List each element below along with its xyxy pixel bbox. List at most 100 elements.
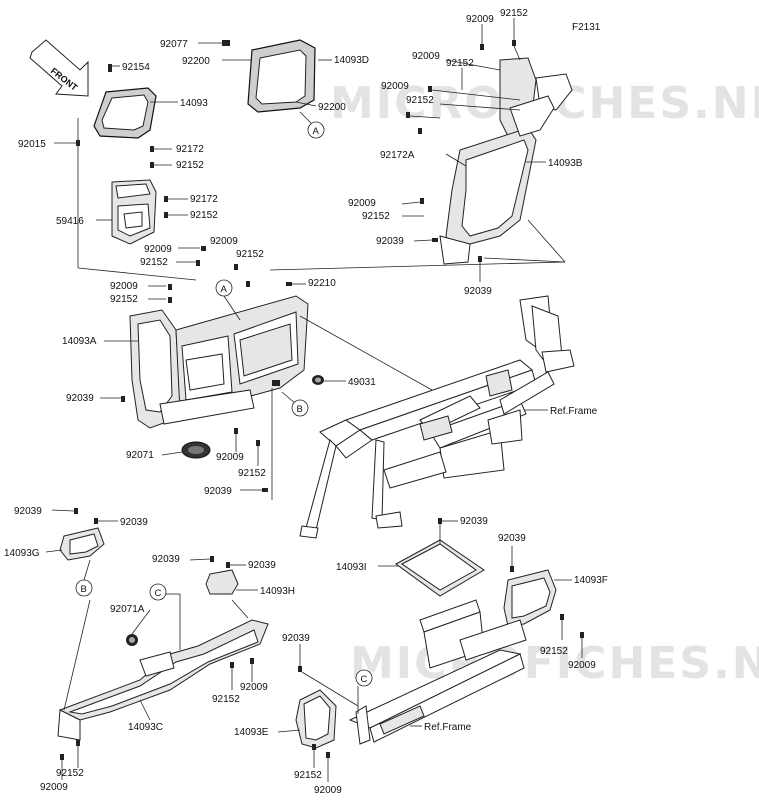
panel-14093h: [205, 569, 239, 595]
label-92071a: 92071A: [110, 604, 145, 615]
label-92039-i: 92039: [460, 516, 488, 527]
svg-text:A: A: [221, 284, 228, 295]
label-92009-h: 92009: [348, 198, 376, 209]
label-92039-d: 92039: [464, 286, 492, 297]
label-92009-d: 92009: [216, 452, 244, 463]
label-92152-m: 92152: [540, 646, 568, 657]
leaders-top-left: [54, 42, 332, 300]
label-92152-f: 92152: [238, 468, 266, 479]
label-14093g: 14093G: [4, 548, 40, 559]
clip-49031: [312, 375, 324, 385]
watermark-bottom: MICROFICHES.NET: [350, 638, 759, 689]
part-59416: [111, 179, 157, 245]
label-14093: 14093: [180, 98, 208, 109]
ref-circle-a-top: A: [307, 121, 325, 139]
label-92152-c: 92152: [140, 257, 168, 268]
label-14093f: 14093F: [574, 575, 608, 586]
label-92039-j: 92039: [498, 533, 526, 544]
label-92152-d: 92152: [236, 249, 264, 260]
leaders-bottom-left: [45, 509, 258, 780]
label-14093c: 14093C: [128, 722, 163, 733]
label-92009-l: 92009: [314, 785, 342, 796]
label-ref-frame-top: Ref.Frame: [550, 406, 598, 417]
svg-text:A: A: [313, 126, 320, 137]
label-92152-l: 92152: [56, 768, 84, 779]
label-92077: 92077: [160, 39, 188, 50]
front-arrow-icon: FRONT: [29, 39, 89, 97]
label-14093b: 14093B: [548, 158, 583, 169]
figure-code: F2131: [572, 22, 601, 33]
label-92152-k: 92152: [212, 694, 240, 705]
label-92200-b: 92200: [318, 102, 346, 113]
ref-circle-b-mid: B: [291, 399, 309, 417]
ref-circle-c-left: B: [75, 579, 93, 597]
label-92039-f: 92039: [120, 517, 148, 528]
label-92071: 92071: [126, 450, 154, 461]
label-92039-g: 92039: [152, 554, 180, 565]
ref-circle-b-left: C: [149, 583, 167, 601]
leaders-top-right: [401, 18, 566, 282]
label-92009-f: 92009: [412, 51, 440, 62]
label-92039-e: 92039: [14, 506, 42, 517]
label-92039-c: 92039: [376, 236, 404, 247]
label-92152-g: 92152: [500, 8, 528, 19]
label-14093a: 14093A: [62, 336, 97, 347]
label-92009-c: 92009: [110, 281, 138, 292]
panel-14093f: [503, 569, 557, 627]
bolts-bottom-left: [60, 508, 254, 760]
leaders-bottom-right: [277, 520, 583, 782]
label-92152-j: 92152: [362, 211, 390, 222]
svg-text:C: C: [155, 588, 162, 599]
label-92039-a: 92039: [66, 393, 94, 404]
cover-14093: [93, 87, 157, 139]
label-92172-b: 92172: [190, 194, 218, 205]
label-92200-a: 92200: [182, 56, 210, 67]
cover-14093d: [247, 39, 316, 113]
panel-14093e: [295, 689, 337, 749]
label-92210: 92210: [308, 278, 336, 289]
label-92152-e: 92152: [110, 294, 138, 305]
panel-14093c: [57, 619, 269, 741]
label-59416: 59416: [56, 216, 84, 227]
bolts-top-right: [406, 40, 516, 262]
lower-frame: [348, 599, 527, 745]
label-92152-a: 92152: [176, 160, 204, 171]
label-14093h: 14093H: [260, 586, 295, 597]
grommet-92071: [181, 441, 211, 459]
label-92152-i: 92152: [406, 95, 434, 106]
leaders-mid-left: [100, 261, 566, 500]
panel-14093b: [439, 57, 573, 265]
panel-14093a: [129, 295, 309, 429]
bolts-mid-left: [121, 380, 280, 492]
ref-circle-c-right: C: [355, 669, 373, 687]
svg-text:B: B: [81, 584, 87, 595]
label-92009-e: 92009: [466, 14, 494, 25]
label-49031: 49031: [348, 377, 376, 388]
label-92152-n: 92152: [294, 770, 322, 781]
label-92172a: 92172A: [380, 150, 415, 161]
plate-14093i: [395, 539, 485, 597]
label-92039-b: 92039: [204, 486, 232, 497]
bolts-bottom-right: [298, 518, 584, 758]
label-92009-i: 92009: [240, 682, 268, 693]
label-14093i: 14093I: [336, 562, 367, 573]
label-92152-b: 92152: [190, 210, 218, 221]
label-92154: 92154: [122, 62, 150, 73]
grommet-92071a: [126, 634, 138, 646]
label-92009-b: 92009: [210, 236, 238, 247]
label-14093d: 14093D: [334, 55, 369, 66]
label-92015: 92015: [18, 139, 46, 150]
label-92009-g: 92009: [381, 81, 409, 92]
label-92009-k: 92009: [568, 660, 596, 671]
svg-text:B: B: [297, 404, 303, 415]
label-92039-h: 92039: [248, 560, 276, 571]
label-92039-k: 92039: [282, 633, 310, 644]
label-92152-h: 92152: [446, 58, 474, 69]
ref-circle-a-mid: A: [215, 279, 233, 297]
label-92172-a: 92172: [176, 144, 204, 155]
label-92009-j: 92009: [40, 782, 68, 793]
label-92009-a: 92009: [144, 244, 172, 255]
label-ref-frame-bottom: Ref.Frame: [424, 722, 472, 733]
svg-text:C: C: [361, 674, 368, 685]
